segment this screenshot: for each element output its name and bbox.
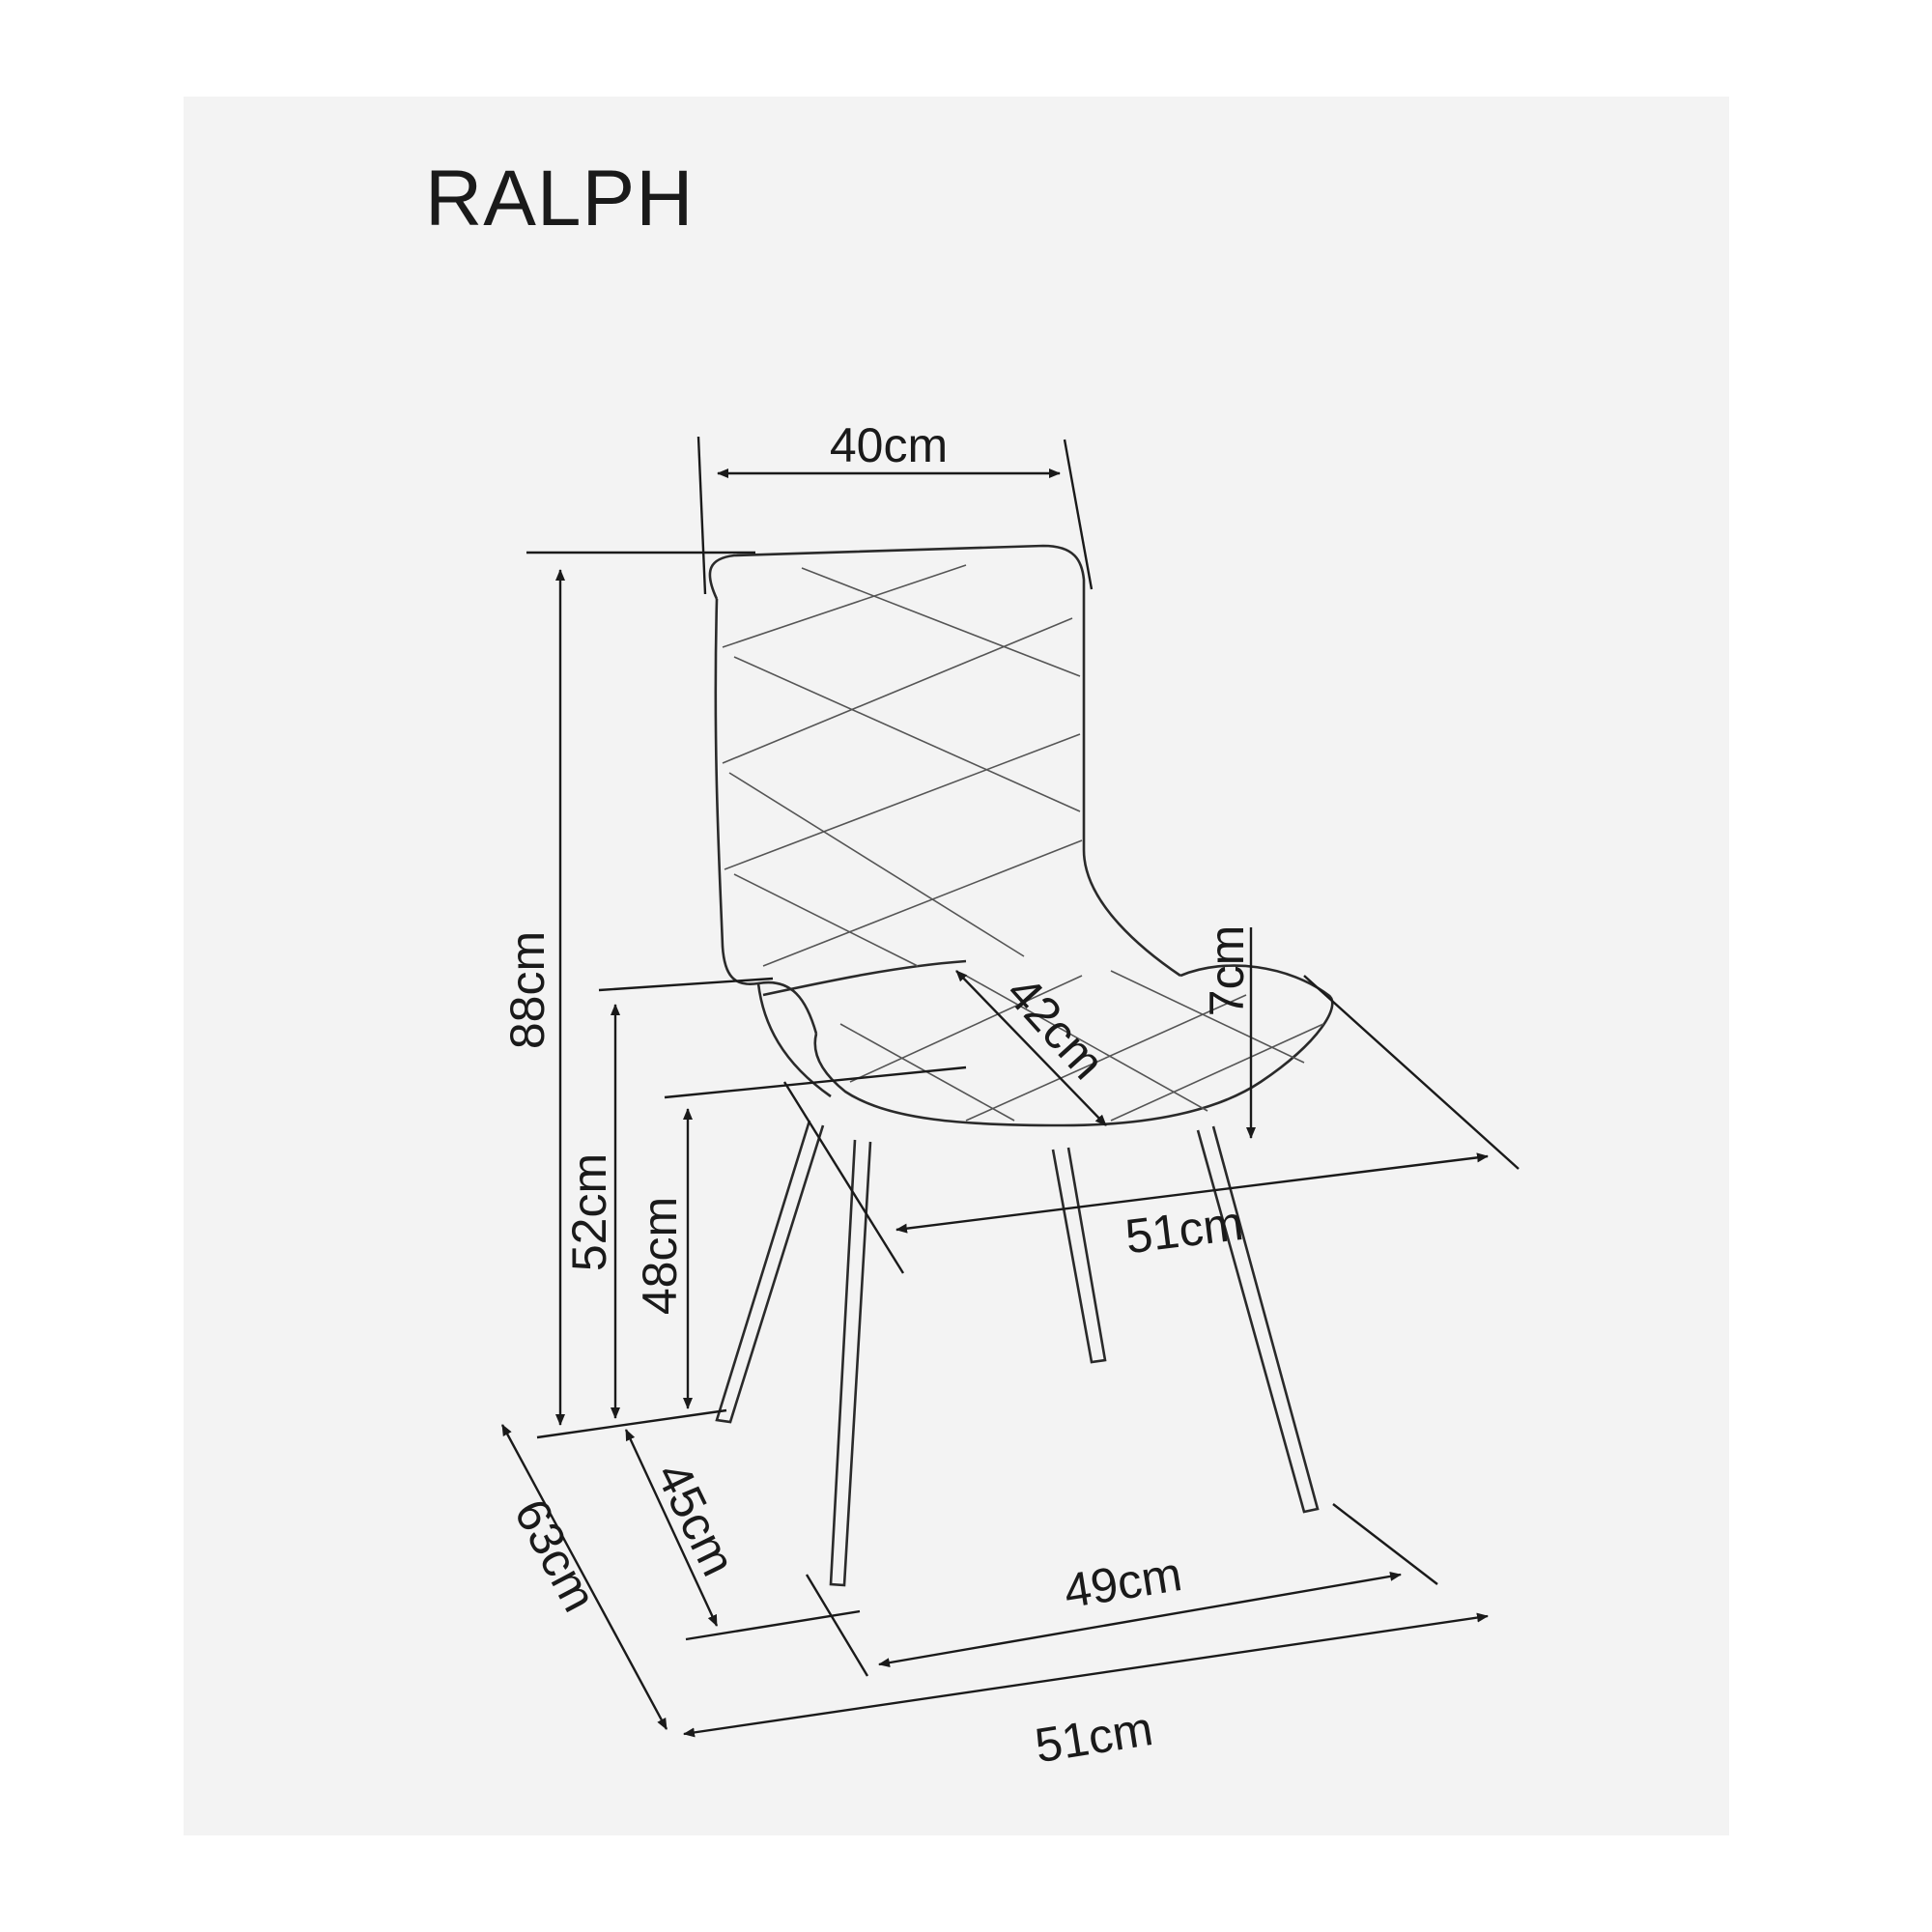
dim-arrow-seat-width — [895, 1152, 1489, 1234]
label-total-depth: 63cm — [504, 1491, 608, 1620]
label-backrest-width: 40cm — [830, 418, 948, 472]
label-floor-depth: 45cm — [645, 1454, 746, 1583]
label-total-width: 51cm — [1032, 1701, 1157, 1773]
chair-outline — [708, 544, 1334, 1587]
background-panel — [184, 97, 1729, 1835]
label-leg-span-width: 49cm — [1061, 1547, 1186, 1618]
label-seat-thickness: 7cm — [1200, 925, 1254, 1016]
dim-arrow-total-width — [683, 1612, 1489, 1738]
dimension-arrows — [500, 469, 1489, 1738]
product-title: RALPH — [425, 155, 695, 242]
label-seat-height: 48cm — [633, 1197, 687, 1315]
label-seat-width: 51cm — [1122, 1196, 1246, 1264]
label-armrest-height: 52cm — [562, 1153, 616, 1271]
dimension-labels: 40cm 88cm 52cm 48cm 42cm 7cm 51cm 45cm 6… — [500, 418, 1254, 1773]
label-seat-depth: 42cm — [996, 965, 1115, 1089]
dim-arrow-seat-depth — [955, 970, 1107, 1126]
label-total-height: 88cm — [500, 931, 554, 1049]
dim-arrow-total-depth — [500, 1424, 668, 1730]
